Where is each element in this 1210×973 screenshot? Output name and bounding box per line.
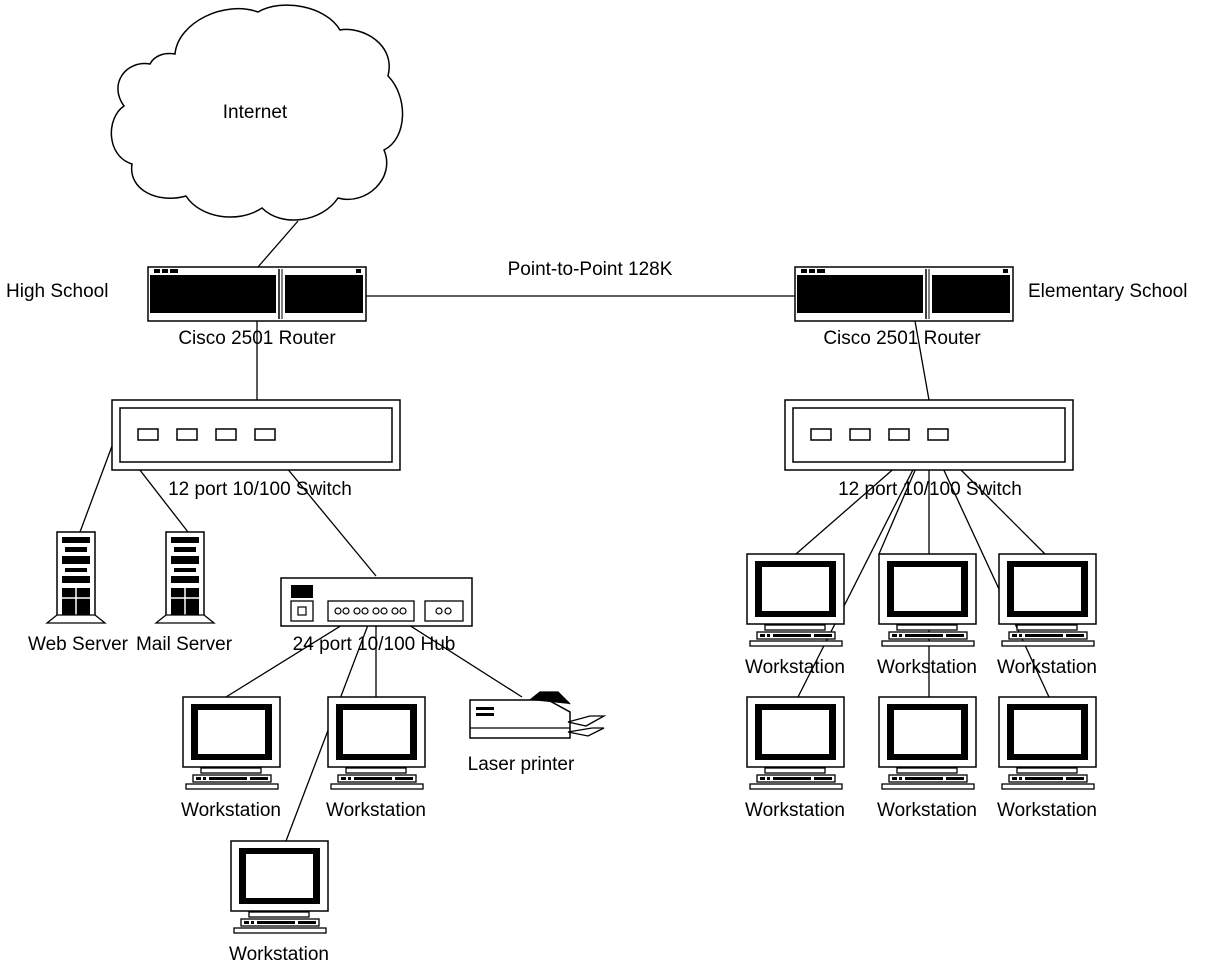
es-router-switch-line bbox=[914, 320, 930, 401]
es-ws6-line bbox=[928, 437, 1050, 698]
internet-cloud bbox=[110, 4, 404, 221]
es-router-label: Cisco 2501 Router bbox=[823, 328, 981, 349]
hs-switch bbox=[111, 399, 401, 471]
internet-link-line bbox=[257, 220, 299, 268]
hs-workstation-3-label: Workstation bbox=[229, 944, 329, 965]
es-ws4-line bbox=[797, 437, 930, 698]
es-workstation-4-label: Workstation bbox=[745, 800, 845, 821]
es-workstation-3-label: Workstation bbox=[997, 657, 1097, 678]
es-workstation-4 bbox=[746, 696, 845, 790]
hs-router-label: Cisco 2501 Router bbox=[178, 328, 336, 349]
hs-router bbox=[147, 266, 367, 322]
es-workstation-1 bbox=[746, 553, 845, 647]
es-switch-label: 12 port 10/100 Switch bbox=[838, 479, 1022, 500]
es-workstation-5 bbox=[878, 696, 977, 790]
hub-icon bbox=[280, 577, 473, 627]
es-workstation-2 bbox=[878, 553, 977, 647]
mail-server-icon bbox=[165, 531, 205, 621]
es-workstation-6-label: Workstation bbox=[997, 800, 1097, 821]
hs-workstation-1 bbox=[182, 696, 281, 790]
laser-printer-label: Laser printer bbox=[468, 754, 575, 775]
hub-label: 24 port 10/100 Hub bbox=[293, 634, 456, 655]
hs-workstation-3 bbox=[230, 840, 329, 934]
es-site-label: Elementary School bbox=[1028, 281, 1187, 302]
web-server-label: Web Server bbox=[28, 634, 129, 655]
point-to-point-label: Point-to-Point 128K bbox=[508, 259, 673, 280]
hs-workstation-2 bbox=[327, 696, 426, 790]
mail-server-label: Mail Server bbox=[136, 634, 233, 655]
web-server-icon bbox=[56, 531, 96, 621]
es-router bbox=[794, 266, 1014, 322]
hs-workstation-2-label: Workstation bbox=[326, 800, 426, 821]
hs-switch-label: 12 port 10/100 Switch bbox=[168, 479, 352, 500]
es-workstation-6 bbox=[998, 696, 1097, 790]
hs-workstation-1-label: Workstation bbox=[181, 800, 281, 821]
es-workstation-2-label: Workstation bbox=[877, 657, 977, 678]
hs-web-server-line bbox=[79, 437, 116, 533]
es-workstation-1-label: Workstation bbox=[745, 657, 845, 678]
internet-label: Internet bbox=[223, 102, 288, 123]
es-switch bbox=[784, 399, 1074, 471]
web-server-base bbox=[45, 614, 107, 624]
es-workstation-3 bbox=[998, 553, 1097, 647]
mail-server-base bbox=[154, 614, 216, 624]
es-workstation-5-label: Workstation bbox=[877, 800, 977, 821]
laser-printer-icon bbox=[469, 691, 607, 739]
hs-site-label: High School bbox=[6, 281, 108, 302]
